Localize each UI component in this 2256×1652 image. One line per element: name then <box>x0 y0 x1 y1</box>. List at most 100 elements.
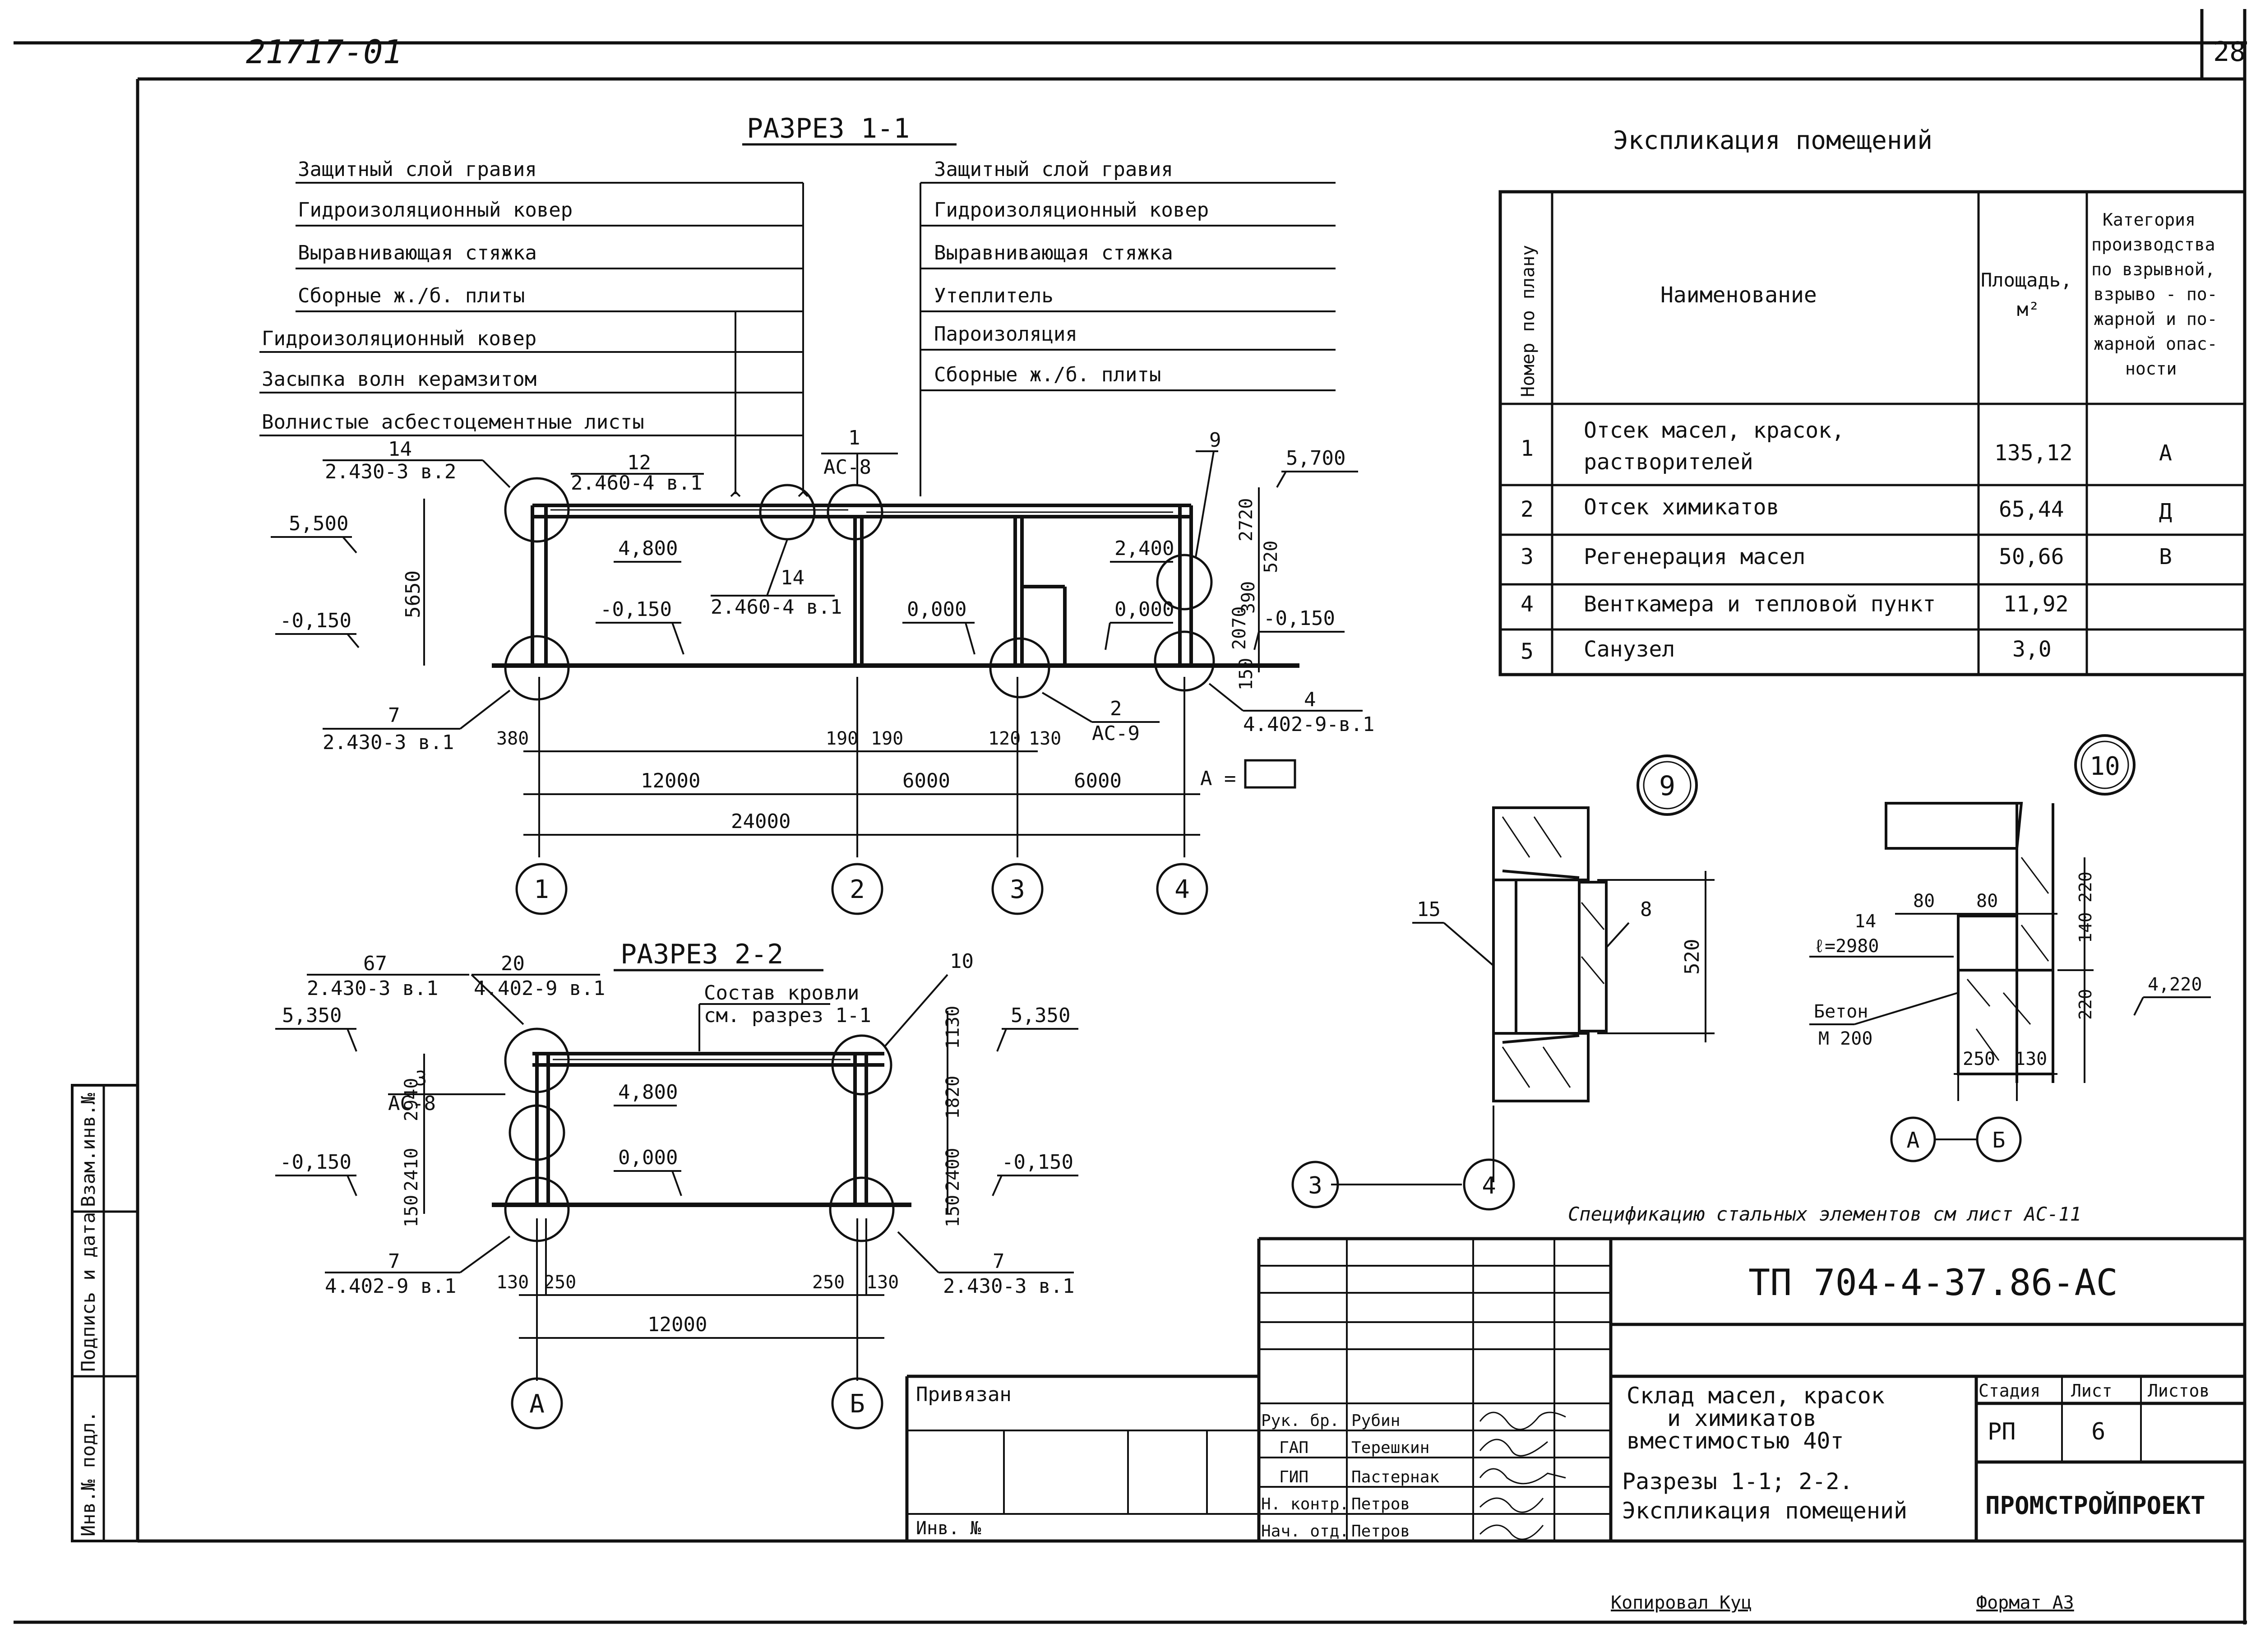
person-name: Рубин <box>1351 1411 1400 1430</box>
callout-num: 14 <box>388 438 412 461</box>
role-label: ГИП <box>1279 1468 1308 1486</box>
person-name: Пастернак <box>1351 1468 1439 1486</box>
axis-a: А <box>529 1389 545 1419</box>
dim-value: 380 <box>496 728 529 749</box>
detail-10-concrete-line: М 200 <box>1818 1028 1872 1049</box>
callout-ref: 4.402-9 в.1 <box>325 1275 456 1298</box>
section-1-1: РАЗРЕЗ 1-1 Защитный слой гравия Гидроизо… <box>259 113 1374 915</box>
row-cat: В <box>2159 544 2172 569</box>
sheets-header: Листов <box>2148 1381 2210 1401</box>
layer-label: Гидроизоляционный ковер <box>934 199 1209 222</box>
detail-9-axis: 3 <box>1308 1172 1322 1199</box>
callout-num: 4 <box>1304 688 1316 711</box>
layer-label: Защитный слой гравия <box>298 158 537 181</box>
row-num: 1 <box>1521 436 1534 461</box>
margin-stamp: Инв.№ подл. Подпись и дата Взам.инв.№ <box>71 1084 139 1542</box>
layer-label: Выравнивающая стяжка <box>934 241 1173 264</box>
detail-9: 9 15 8 520 <box>1291 754 1715 1211</box>
col-header-cat-line: производства <box>2091 235 2215 255</box>
row-num: 4 <box>1521 592 1534 617</box>
dim-value: 120 <box>988 728 1021 749</box>
detail-10-axis: А <box>1907 1128 1920 1153</box>
row-name: Отсек масел, красок, <box>1584 418 1845 443</box>
total-dim: 24000 <box>731 810 791 833</box>
row-cat: А <box>2159 440 2172 466</box>
role-label: Рук. бр. <box>1261 1411 1339 1430</box>
row-name: растворителей <box>1584 449 1753 475</box>
dim-value: 130 <box>496 1272 529 1293</box>
level-mark: 5,350 <box>282 1004 342 1027</box>
level-mark: -0,150 <box>600 598 672 621</box>
row-name: Венткамера и тепловой пункт <box>1584 592 1936 617</box>
row-area: 135,12 <box>1994 440 2072 466</box>
detail-10-dim: 130 <box>2015 1049 2047 1069</box>
col-header-cat-line: жарной опас- <box>2094 334 2218 354</box>
callout-num: 1 <box>848 426 860 449</box>
callout-num: 10 <box>950 950 974 973</box>
stage-header: Стадия <box>1979 1381 2040 1401</box>
vertical-dim: 2410 <box>401 1148 422 1191</box>
level-mark: 5,350 <box>1011 1004 1070 1027</box>
callout-ref: 4.402-9-в.1 <box>1243 713 1374 736</box>
level-mark: 5,700 <box>1286 447 1345 470</box>
row-num: 2 <box>1521 497 1534 522</box>
footer-copied: Копировал Куц <box>1611 1592 1752 1613</box>
attached-label: Привязан <box>916 1383 1012 1406</box>
col-header-area-line: Площадь, <box>1981 269 2072 291</box>
person-name: Петров <box>1351 1495 1410 1513</box>
col-header-num: Номер по плану <box>1518 245 1539 397</box>
detail-10-dim: 80 <box>1913 891 1935 912</box>
signatures <box>1479 1411 1566 1540</box>
vertical-dim: 2400 <box>943 1148 963 1191</box>
organization: ПРОМСТРОЙПРОЕКТ <box>1985 1491 2205 1520</box>
row-cat: Д <box>2159 499 2172 524</box>
dim-value: 250 <box>544 1272 576 1293</box>
section-1-1-title: РАЗРЕЗ 1-1 <box>747 113 910 144</box>
detail-9-leader: 8 <box>1640 898 1652 921</box>
layer-label: Волнистые асбестоцементные листы <box>262 411 644 434</box>
level-mark: -0,150 <box>1263 607 1335 630</box>
layer-label: Гидроизоляционный ковер <box>298 199 573 222</box>
callout-ref: 2.430-3 в.1 <box>943 1275 1074 1298</box>
vertical-dim: 5650 <box>402 570 425 618</box>
callout-ref: 2.460-4 в.1 <box>571 472 702 495</box>
layer-label: Утеплитель <box>934 284 1054 307</box>
dim-value: 190 <box>826 728 858 749</box>
vertical-dim: 2720 <box>1236 498 1257 541</box>
roof-layers-right: Защитный слой гравия Гидроизоляционный к… <box>934 158 1209 386</box>
dim-value: 250 <box>812 1272 845 1293</box>
detail-10-beam-line: ℓ=2980 <box>1814 936 1879 957</box>
vertical-dim: 150 <box>1236 658 1257 690</box>
callout-num: 67 <box>363 952 387 975</box>
explication-table: Экспликация помещений Номер по плану Наи… <box>1498 126 2247 676</box>
archive-number: 21717-01 <box>246 33 402 71</box>
roof-note-line: Состав кровли <box>704 981 859 1004</box>
stage-value: РП <box>1988 1418 2016 1445</box>
detail-9-dim: 520 <box>1681 939 1704 975</box>
sheet-header: Лист <box>2071 1381 2113 1401</box>
level-mark: 4,800 <box>618 1081 678 1104</box>
callout-ref: АС-8 <box>388 1092 436 1115</box>
area-a-label: А = <box>1200 767 1236 790</box>
row-num: 5 <box>1521 639 1534 664</box>
callout-ref: 4.402-9 в.1 <box>474 977 605 1000</box>
detail-10-dim: 250 <box>1963 1049 1995 1069</box>
role-label: ГАП <box>1279 1439 1308 1457</box>
footer-format: Формат А3 <box>1976 1592 2074 1613</box>
level-mark: 0,000 <box>618 1146 678 1169</box>
layer-label: Защитный слой гравия <box>934 158 1173 181</box>
detail-9-leader: 15 <box>1417 898 1441 921</box>
callout-ref: АС-8 <box>823 456 871 479</box>
sheet-title-line: Разрезы 1-1; 2-2. <box>1622 1468 1853 1495</box>
level-mark: -0,150 <box>280 1151 351 1174</box>
detail-10-concrete-line: Бетон <box>1814 1001 1868 1022</box>
level-mark: 5,500 <box>289 512 348 535</box>
layer-label: Сборные ж./б. плиты <box>934 363 1161 386</box>
section-2-2: РАЗРЕЗ 2-2 67 2.430-3 в.1 20 4.402-9 в.1… <box>275 939 1078 1430</box>
layer-label: Пароизоляция <box>934 323 1077 346</box>
callout-ref: АС-9 <box>1092 722 1140 745</box>
stamp-inv-orig: Инв.№ подл. <box>77 1411 99 1536</box>
layer-label: Сборные ж./б. плиты <box>298 284 525 307</box>
roof-layers-left: Защитный слой гравия Гидроизоляционный к… <box>262 158 644 434</box>
explication-title: Экспликация помещений <box>1613 126 1932 155</box>
